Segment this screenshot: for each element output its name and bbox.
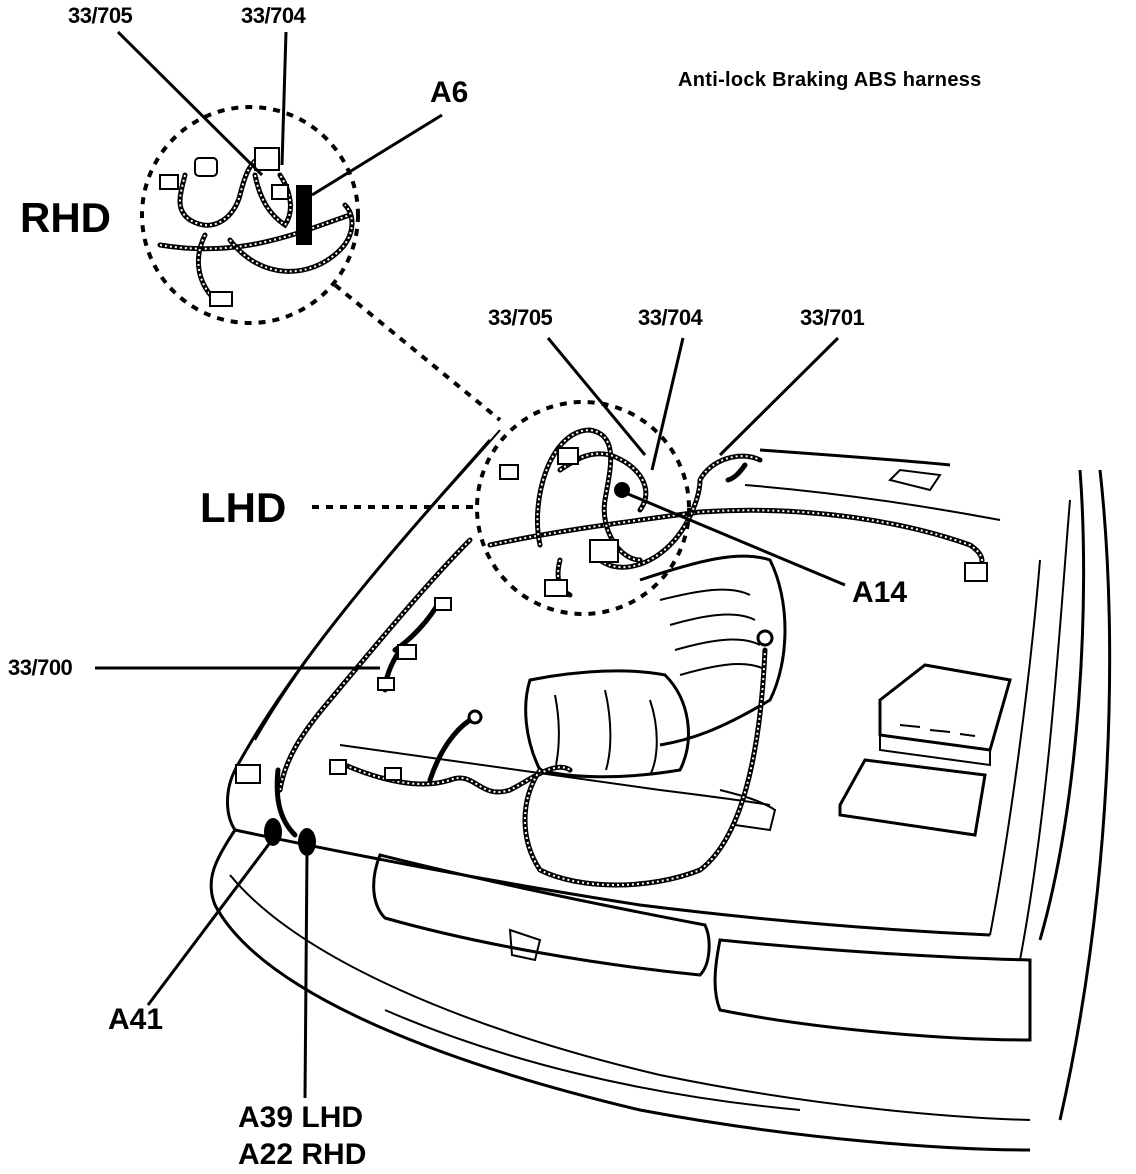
a39-sensor-icon xyxy=(298,828,316,856)
callout-lhd-33-705: 33/705 xyxy=(488,305,553,330)
a6-connector-icon xyxy=(296,185,312,245)
a41-sensor-icon xyxy=(264,818,282,846)
callout-rhd-33-705: 33/705 xyxy=(68,3,133,28)
rhd-detail-circle xyxy=(140,105,360,325)
callout-a22-rhd: A22 RHD xyxy=(238,1138,367,1171)
callout-a39-lhd: A39 LHD xyxy=(238,1101,364,1134)
fuse-box xyxy=(838,663,1012,837)
callout-rhd-33-704: 33/704 xyxy=(241,3,306,28)
lhd-detail-circle xyxy=(475,400,691,616)
diagram-title: Anti-lock Braking ABS harness xyxy=(678,69,982,91)
engine-block xyxy=(524,554,787,832)
callout-a41: A41 xyxy=(108,1003,164,1036)
lhd-label: LHD xyxy=(200,484,287,531)
leader-lines xyxy=(95,30,846,1099)
callout-lhd-33-701: 33/701 xyxy=(800,305,865,330)
callout-a14: A14 xyxy=(852,576,908,609)
rhd-label: RHD xyxy=(20,194,111,241)
rhd-lhd-connector xyxy=(333,283,502,422)
a14-connector-icon xyxy=(614,482,630,498)
callout-33-700: 33/700 xyxy=(8,655,73,680)
rhd-harness-detail xyxy=(157,147,355,307)
lhd-harness-detail xyxy=(235,427,988,888)
car-body-outline xyxy=(209,429,1112,1152)
callout-lhd-33-704: 33/704 xyxy=(638,305,703,330)
callout-a6: A6 xyxy=(430,76,469,109)
